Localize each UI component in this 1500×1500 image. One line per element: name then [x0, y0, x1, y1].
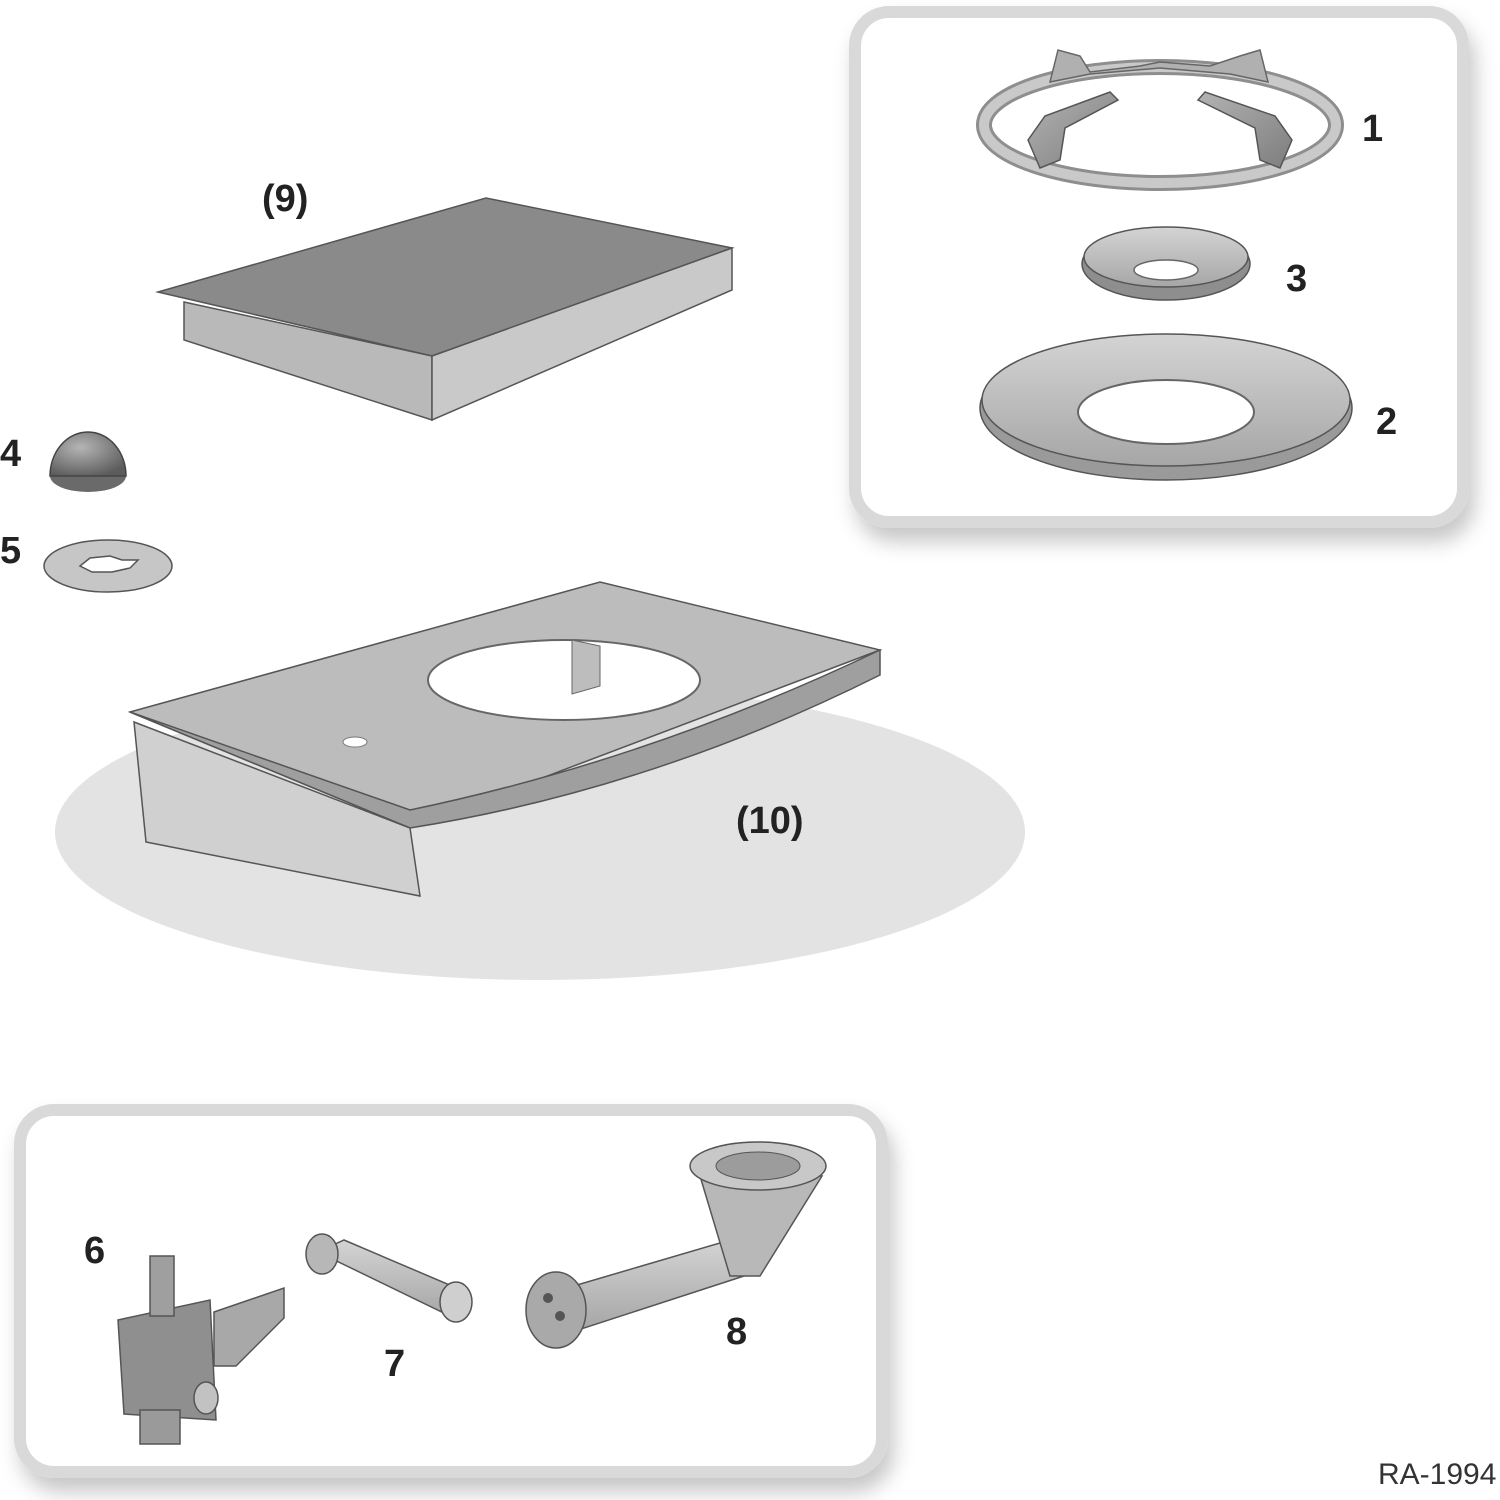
drip-tray-ring [979, 333, 1353, 481]
part-label-8: 8 [726, 1311, 748, 1353]
burner-pipe [525, 1141, 827, 1349]
knob-bezel [43, 539, 173, 593]
gas-valve [117, 1255, 285, 1445]
part-label-7: 7 [384, 1343, 406, 1385]
reference-code: RA-1994 [1378, 1458, 1497, 1491]
part-label-5: 5 [0, 530, 22, 572]
part-label-1: 1 [1362, 108, 1384, 150]
part-label-3: 3 [1286, 258, 1308, 300]
control-knob [49, 431, 127, 492]
part-label-2: 2 [1376, 401, 1398, 443]
lid-panel [155, 197, 735, 422]
part-label-9: (9) [262, 178, 309, 220]
part-label-4: 4 [0, 433, 22, 475]
pan-support-ring [976, 49, 1344, 191]
injector-nozzle [305, 1233, 473, 1323]
burner-cap [1081, 226, 1251, 301]
part-label-6: 6 [84, 1230, 106, 1272]
hob-top-plate [127, 581, 883, 897]
part-label-10: (10) [736, 800, 804, 842]
